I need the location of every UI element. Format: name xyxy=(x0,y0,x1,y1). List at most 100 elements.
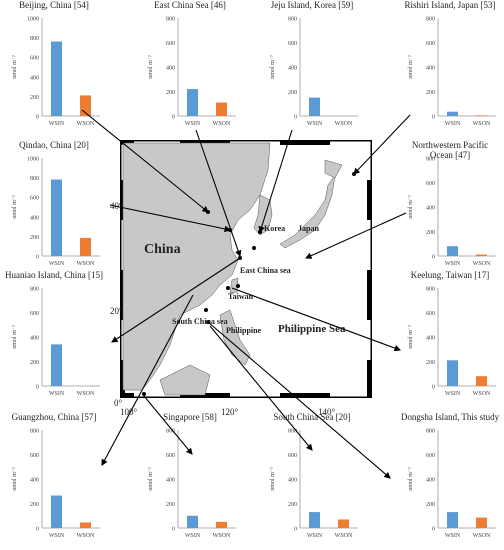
label-south-china-sea: South China sea xyxy=(172,317,228,326)
label-philippine-sea: Philippine Sea xyxy=(278,323,346,335)
lon-tick-140: 140° xyxy=(318,407,336,417)
y-tick-label: 600 xyxy=(30,311,39,317)
y-tick-label: 400 xyxy=(166,478,175,484)
y-tick-label: 0 xyxy=(36,115,39,121)
y-tick-label: 400 xyxy=(30,478,39,484)
y-tick-label: 800 xyxy=(166,429,175,435)
y-tick-label: 800 xyxy=(30,429,39,435)
y-tick-label: 800 xyxy=(288,17,297,23)
y-axis-label: nmol m⁻³ xyxy=(408,195,414,219)
y-tick-label: 600 xyxy=(30,196,39,202)
y-tick-label: 800 xyxy=(30,176,39,182)
y-tick-label: 200 xyxy=(426,230,435,236)
y-tick-label: 200 xyxy=(288,502,297,508)
y-tick-label: 200 xyxy=(30,360,39,366)
bar-wsin xyxy=(309,97,320,116)
y-tick-label: 1000 xyxy=(27,157,39,163)
y-axis-label: nmol m⁻³ xyxy=(12,195,18,219)
bar-wsin xyxy=(187,89,198,116)
bar-wsin xyxy=(309,512,320,528)
bar-wson xyxy=(476,517,487,528)
y-tick-label: 400 xyxy=(288,478,297,484)
y-axis-label: nmol m⁻³ xyxy=(12,467,18,491)
label-east-china-sea: East China sea xyxy=(240,266,291,275)
chart-title: East China Sea [46] xyxy=(154,0,226,10)
x-tick-label: WSIN xyxy=(185,533,201,539)
y-tick-label: 800 xyxy=(426,429,435,435)
y-tick-label: 400 xyxy=(426,336,435,342)
x-tick-label: WSON xyxy=(77,533,95,539)
bar-wsin xyxy=(51,495,62,528)
lon-tick-120: 120° xyxy=(221,407,239,417)
y-tick-label: 200 xyxy=(30,235,39,241)
x-tick-label: WSON xyxy=(77,121,95,127)
chart-title: Qindao, China [20] xyxy=(19,140,89,150)
y-tick-label: 200 xyxy=(426,90,435,96)
y-tick-label: 200 xyxy=(166,90,175,96)
x-tick-label: WSIN xyxy=(49,261,65,267)
y-tick-label: 600 xyxy=(426,311,435,317)
y-tick-label: 600 xyxy=(166,453,175,459)
label-korea: Korea xyxy=(264,224,286,233)
y-tick-label: 0 xyxy=(432,115,435,121)
x-tick-label: WSON xyxy=(213,121,231,127)
x-tick-label: WSON xyxy=(473,533,491,539)
y-tick-label: 600 xyxy=(288,41,297,47)
y-tick-label: 1000 xyxy=(27,17,39,23)
y-tick-label: 400 xyxy=(30,75,39,81)
y-tick-label: 400 xyxy=(426,206,435,212)
chart-title: Dongsha Island, This study xyxy=(400,412,500,422)
y-tick-label: 600 xyxy=(30,56,39,62)
y-tick-label: 800 xyxy=(30,287,39,293)
x-tick-label: WSIN xyxy=(49,391,65,397)
x-tick-label: WSON xyxy=(77,261,95,267)
lat-tick-20: 20° xyxy=(110,306,123,316)
chart-title: Jeju Island, Korea [59] xyxy=(270,0,354,10)
y-tick-label: 400 xyxy=(426,478,435,484)
y-axis-label: nmol m⁻³ xyxy=(148,55,154,79)
y-tick-label: 800 xyxy=(30,36,39,42)
x-tick-label: WSIN xyxy=(185,121,201,127)
bar-wsin xyxy=(51,179,62,256)
x-tick-label: WSON xyxy=(473,391,491,397)
label-taiwan: Taiwan xyxy=(228,292,254,301)
y-tick-label: 600 xyxy=(426,41,435,47)
y-tick-label: 600 xyxy=(166,41,175,47)
x-tick-label: WSON xyxy=(473,121,491,127)
bar-wsin xyxy=(51,344,62,386)
y-axis-label: nmol m⁻³ xyxy=(270,55,276,79)
y-axis-label: nmol m⁻³ xyxy=(148,467,154,491)
y-tick-label: 400 xyxy=(426,66,435,72)
y-tick-label: 200 xyxy=(166,502,175,508)
x-tick-label: WSON xyxy=(335,121,353,127)
y-tick-label: 600 xyxy=(426,181,435,187)
y-axis-label: nmol m⁻³ xyxy=(408,467,414,491)
x-tick-label: WSON xyxy=(473,261,491,267)
y-axis-label: nmol m⁻³ xyxy=(12,55,18,79)
y-tick-label: 600 xyxy=(288,453,297,459)
y-tick-label: 0 xyxy=(36,385,39,391)
bar-wson xyxy=(338,519,349,528)
x-tick-label: WSON xyxy=(77,391,95,397)
chart-title: Keelung, Taiwan [17] xyxy=(410,270,490,280)
label-china: China xyxy=(144,242,181,257)
x-tick-label: WSIN xyxy=(445,121,461,127)
bar-wson xyxy=(80,237,91,256)
label-philippine: Philippine xyxy=(226,326,262,335)
y-axis-label: nmol m⁻³ xyxy=(270,467,276,491)
bar-wsin xyxy=(187,515,198,528)
chart-title: Rishiri Island, Japan [53] xyxy=(404,0,496,10)
